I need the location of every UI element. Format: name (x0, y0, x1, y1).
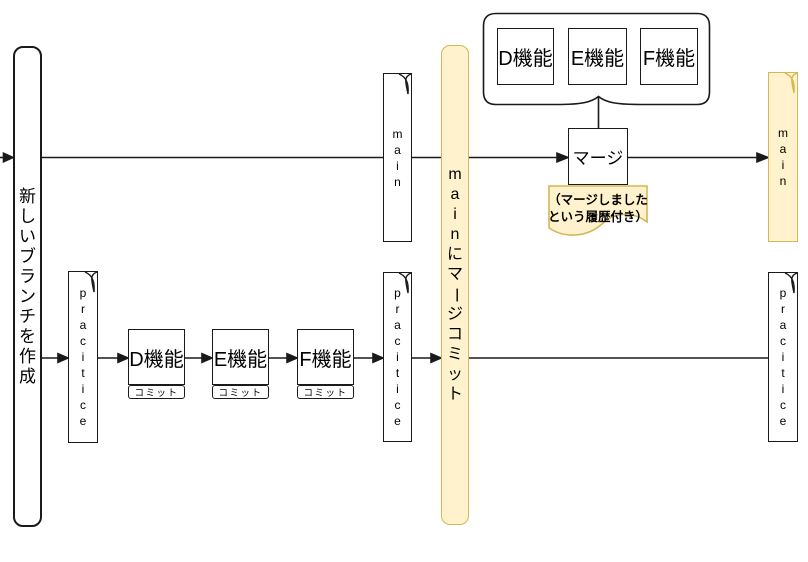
arrowhead (430, 352, 444, 364)
feature-summary-label: F機能 (642, 48, 696, 70)
commit-badge-e: コミット (212, 385, 269, 399)
merge-box: マージ (568, 128, 628, 185)
commit-node-e: E機能 (212, 329, 269, 385)
commit-badge-label: コミット (218, 388, 263, 399)
feature-summary-item-f: F機能 (640, 28, 698, 85)
commit-badge-label: コミット (134, 388, 179, 399)
arrowhead (2, 151, 15, 164)
page-curl-icon (784, 272, 798, 294)
merge-note-line1: （マージしました (548, 193, 648, 207)
create-branch-box: 新しいブランチを作成 (13, 46, 42, 527)
page-curl-icon (84, 271, 98, 293)
merge-note-document-shape (548, 185, 648, 236)
arrowhead (756, 152, 771, 163)
commit-node-f: F機能 (297, 329, 354, 385)
feature-summary-label: D機能 (498, 48, 553, 70)
merge-note-line2: という履歴付き） (548, 210, 649, 224)
commit-node-d: D機能 (128, 329, 185, 385)
page-curl-icon (398, 73, 412, 95)
create-branch-label: 新しいブランチを作成 (19, 186, 36, 386)
merge-note: （マージしました という履歴付き） (548, 192, 648, 226)
commit-node-label: D機能 (129, 348, 184, 371)
arrowhead (286, 352, 300, 364)
page-curl-icon (398, 272, 412, 294)
commit-badge-label: コミット (303, 388, 348, 399)
commit-badge-d: コミット (128, 385, 185, 399)
arrowhead (117, 352, 131, 364)
arrowhead (556, 152, 571, 163)
practice-branch-flow-line (42, 352, 768, 364)
page-curl-icon (784, 72, 798, 94)
main-branch-flow-line (0, 151, 771, 164)
arrowhead (57, 352, 71, 364)
commit-badge-f: コミット (297, 385, 354, 399)
merge-box-label: マージ (572, 149, 624, 168)
commit-node-label: E機能 (213, 348, 268, 371)
feature-summary-label: E機能 (570, 48, 625, 70)
feature-summary-item-e: E機能 (568, 28, 627, 85)
feature-summary-item-d: D機能 (497, 28, 554, 85)
arrowhead (201, 352, 215, 364)
commit-node-label: F機能 (299, 348, 352, 371)
arrowhead (372, 352, 386, 364)
